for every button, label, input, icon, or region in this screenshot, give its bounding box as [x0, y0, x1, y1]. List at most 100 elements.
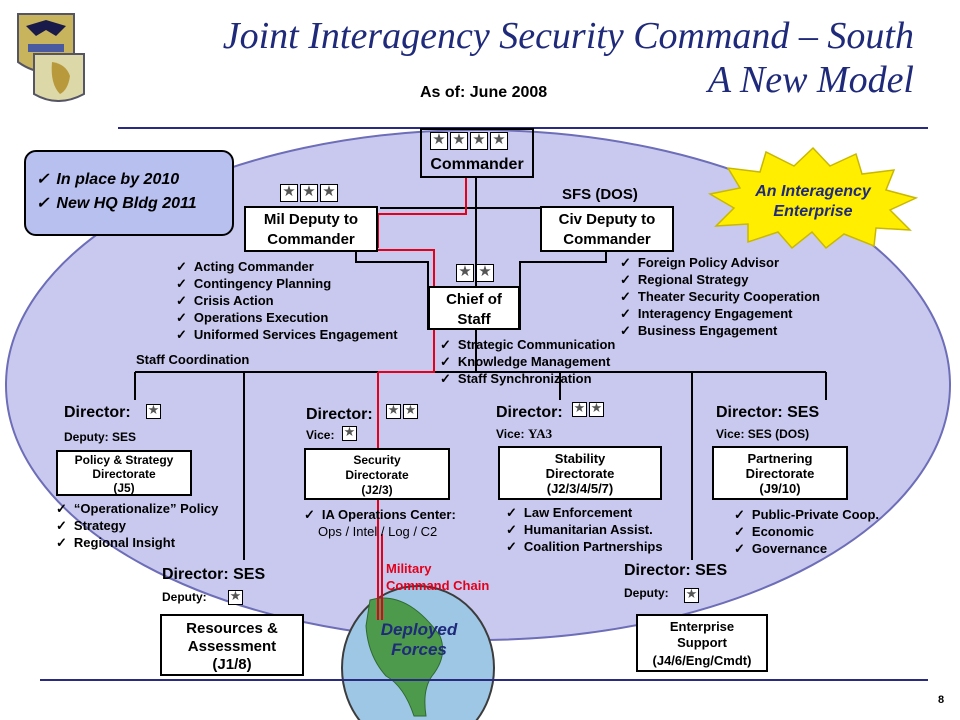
j5-item: Regional Insight — [56, 534, 218, 551]
duty-item: Staff Synchronization — [440, 370, 615, 387]
j23-subtext: Ops / Intel / Log / C2 — [318, 524, 438, 539]
star-icon — [476, 262, 494, 282]
star-icon — [280, 182, 298, 202]
star-icon — [456, 262, 474, 282]
mil-deputy-duties: Acting Commander Contingency Planning Cr… — [176, 258, 398, 343]
military-chain-line-2: Command Chain — [386, 578, 490, 593]
stability-line-1: Stability — [554, 451, 606, 466]
as-of-date: As of: June 2008 — [420, 84, 548, 101]
civ-deputy-line-2: Commander — [563, 231, 651, 248]
title-line-1: Joint Interagency Security Command – Sou… — [222, 15, 914, 57]
duty-item: Contingency Planning — [176, 275, 398, 292]
star-icon — [430, 130, 448, 150]
duty-item: Uniformed Services Engagement — [176, 326, 398, 343]
star-icon — [684, 586, 699, 603]
star-icon — [589, 400, 604, 417]
partnering-item: Economic — [734, 523, 879, 540]
resources-deputy: Deputy: — [162, 590, 207, 604]
star-icon — [470, 130, 488, 150]
mil-deputy-stars — [280, 182, 338, 202]
partnering-box[interactable]: Partnering Directorate (J9/10) — [712, 446, 848, 500]
civ-deputy-line-1: Civ Deputy to — [558, 211, 656, 228]
j5-line-3: (J5) — [113, 481, 135, 495]
j5-item: “Operationalize” Policy — [56, 500, 219, 517]
page-title: Joint Interagency Security Command – Sou… — [150, 14, 914, 102]
stability-director: Director: — [496, 404, 563, 421]
status-item: In place by 2010 — [36, 168, 197, 192]
j23-box[interactable]: Security Directorate (J2/3) — [304, 448, 450, 500]
burst-line-2: Enterprise — [773, 203, 853, 220]
mil-deputy-line-2: Commander — [267, 231, 355, 248]
burst-line-1: An Interagency — [755, 183, 871, 200]
duty-item: Theater Security Cooperation — [620, 288, 820, 305]
j23-line-2: Directorate — [345, 468, 409, 482]
partnering-item: Public-Private Coop. — [734, 506, 879, 523]
j5-items: “Operationalize” Policy Strategy Regiona… — [56, 500, 219, 551]
commander-label: Commander — [430, 156, 524, 173]
chief-of-staff-box[interactable]: Chief of Staff — [428, 286, 520, 330]
duty-item: Strategic Communication — [440, 336, 615, 353]
civ-deputy-box[interactable]: Civ Deputy to Commander — [540, 206, 674, 252]
enterprise-deputy-star — [684, 586, 699, 603]
command-logo — [17, 13, 85, 102]
j23-director: Director: — [306, 406, 373, 423]
stability-vice: Vice: — [496, 427, 525, 441]
stability-item: Law Enforcement — [506, 504, 663, 521]
chief-of-staff-stars — [456, 262, 494, 282]
deployed-forces-label: Deployed Forces — [366, 620, 472, 660]
enterprise-line-3: (J4/6/Eng/Cmdt) — [652, 653, 752, 668]
star-icon — [386, 402, 401, 419]
duty-item: Knowledge Management — [440, 353, 615, 370]
duty-item: Business Engagement — [620, 322, 820, 339]
j5-deputy: Deputy: SES — [64, 430, 137, 444]
j5-box[interactable]: Policy & Strategy Directorate (J5) — [56, 450, 192, 496]
partnering-director: Director: SES — [716, 404, 820, 421]
j5-stars — [146, 402, 161, 419]
stability-box[interactable]: Stability Directorate (J2/3/4/5/7) — [498, 446, 662, 500]
civ-deputy-duties: Foreign Policy Advisor Regional Strategy… — [620, 254, 820, 339]
resources-deputy-star — [228, 588, 243, 605]
commander-box[interactable]: Commander — [420, 128, 534, 178]
star-icon — [450, 130, 468, 150]
duty-item: Operations Execution — [176, 309, 398, 326]
stability-item: Humanitarian Assist. — [506, 521, 663, 538]
chief-of-staff-duties: Strategic Communication Knowledge Manage… — [440, 336, 615, 387]
j23-vice: Vice: — [306, 428, 335, 442]
j5-line-2: Directorate — [92, 467, 156, 481]
star-icon — [146, 402, 161, 419]
j23-line-1: Security — [353, 453, 401, 467]
interagency-burst: An Interagency Enterprise — [726, 182, 900, 222]
star-icon — [490, 130, 508, 150]
partnering-line-2: Directorate — [745, 466, 815, 481]
enterprise-line-2: Support — [677, 635, 727, 650]
resources-line-2: Assessment — [187, 638, 277, 655]
enterprise-deputy: Deputy: — [624, 586, 669, 600]
enterprise-box[interactable]: Enterprise Support (J4/6/Eng/Cmdt) — [636, 614, 768, 672]
commander-stars — [430, 130, 508, 150]
duty-item: Acting Commander — [176, 258, 398, 275]
duty-item: Interagency Engagement — [620, 305, 820, 322]
resources-box[interactable]: Resources & Assessment (J1/8) — [160, 614, 304, 676]
military-command-chain-label: Military Command Chain — [386, 560, 489, 594]
status-item: New HQ Bldg 2011 — [36, 192, 196, 216]
partnering-items: Public-Private Coop. Economic Governance — [734, 506, 879, 557]
sfs-label: SFS (DOS) — [562, 186, 638, 203]
resources-line-3: (J1/8) — [212, 656, 252, 673]
staff-coordination-label: Staff Coordination — [136, 352, 250, 367]
enterprise-director: Director: SES — [624, 562, 728, 579]
j23-vice-star — [342, 424, 357, 441]
deployed-line-2: Forces — [391, 640, 447, 659]
star-icon — [342, 424, 357, 441]
military-chain-line-1: Military — [386, 561, 432, 576]
j23-item: IA Operations Center: — [304, 506, 456, 523]
mil-deputy-box[interactable]: Mil Deputy to Commander — [244, 206, 378, 252]
title-line-2: A New Model — [707, 59, 914, 101]
mil-deputy-line-1: Mil Deputy to — [263, 211, 359, 228]
stability-line-3: (J2/3/4/5/7) — [546, 481, 614, 496]
interagency-burst-shape — [707, 146, 919, 250]
partnering-item: Governance — [734, 540, 879, 557]
j5-line-1: Policy & Strategy — [74, 453, 174, 467]
stability-item: Coalition Partnerships — [506, 538, 663, 555]
star-icon — [572, 400, 587, 417]
star-icon — [403, 402, 418, 419]
